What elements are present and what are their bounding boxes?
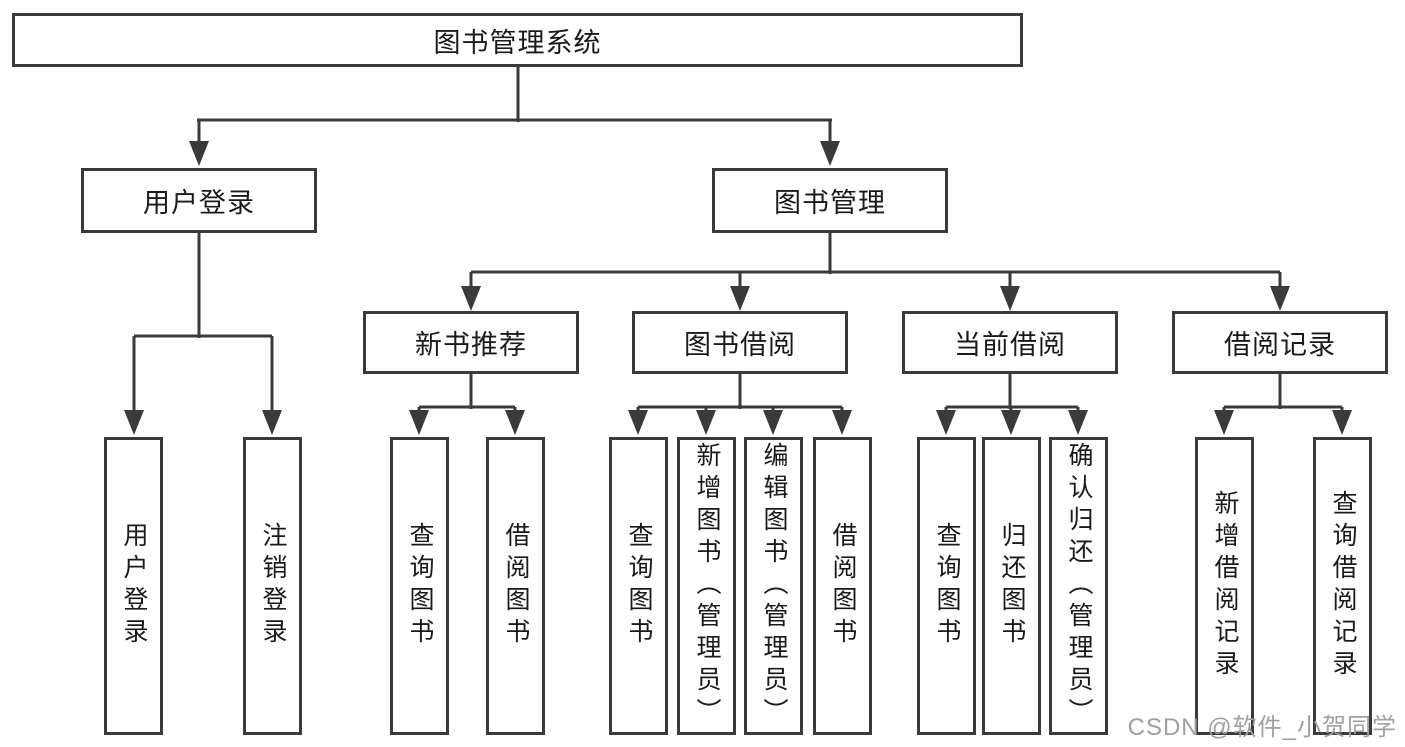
node-br-query-record: 查询借阅记录 [1313,437,1372,735]
node-logout-leaf-label: 注销登录 [259,522,287,650]
node-book-borrowing-label: 图书借阅 [684,330,796,360]
node-nb-borrow-books: 借阅图书 [486,437,545,735]
node-cb-query-books: 查询图书 [917,437,976,735]
node-bb-edit-books-admin: 编辑图书（管理员） [744,437,803,735]
node-user-login-leaf-label: 用户登录 [120,522,148,650]
node-nb-query-books-label: 查询图书 [406,522,434,650]
node-user-login-branch: 用户登录 [81,168,317,233]
node-borrowing-records-label: 借阅记录 [1224,330,1336,360]
csdn-watermark: CSDN @软件_小贺同学 [1127,714,1397,741]
node-user-login-branch-label: 用户登录 [143,188,255,218]
node-cb-query-books-label: 查询图书 [933,522,961,650]
node-nb-query-books: 查询图书 [390,437,449,735]
node-bb-borrow-books-label: 借阅图书 [829,522,857,650]
node-current-borrowing-label: 当前借阅 [954,330,1066,360]
node-book-borrowing: 图书借阅 [632,311,848,374]
node-bb-edit-books-admin-label: 编辑图书（管理员） [760,442,788,730]
node-current-borrowing: 当前借阅 [902,311,1118,374]
node-br-add-record: 新增借阅记录 [1195,437,1254,735]
node-logout-leaf: 注销登录 [243,437,302,735]
node-cb-confirm-return-admin-label: 确认归还（管理员） [1065,442,1093,730]
node-root: 图书管理系统 [12,13,1023,67]
node-br-add-record-label: 新增借阅记录 [1211,490,1239,682]
node-bb-add-books-admin: 新增图书（管理员） [677,437,736,735]
node-bb-query-books-label: 查询图书 [625,522,653,650]
node-new-book-recommend: 新书推荐 [363,311,579,374]
node-book-management: 图书管理 [712,168,948,233]
node-bb-borrow-books: 借阅图书 [813,437,872,735]
node-bb-add-books-admin-label: 新增图书（管理员） [693,442,721,730]
node-cb-confirm-return-admin: 确认归还（管理员） [1049,437,1108,735]
node-bb-query-books: 查询图书 [609,437,668,735]
node-user-login-leaf: 用户登录 [104,437,163,735]
node-br-query-record-label: 查询借阅记录 [1329,490,1357,682]
node-new-book-recommend-label: 新书推荐 [415,330,527,360]
node-root-label: 图书管理系统 [433,27,602,58]
node-cb-return-books-label: 归还图书 [998,522,1026,650]
node-borrowing-records: 借阅记录 [1172,311,1388,374]
node-nb-borrow-books-label: 借阅图书 [502,522,530,650]
node-book-management-label: 图书管理 [774,188,886,218]
node-cb-return-books: 归还图书 [982,437,1041,735]
